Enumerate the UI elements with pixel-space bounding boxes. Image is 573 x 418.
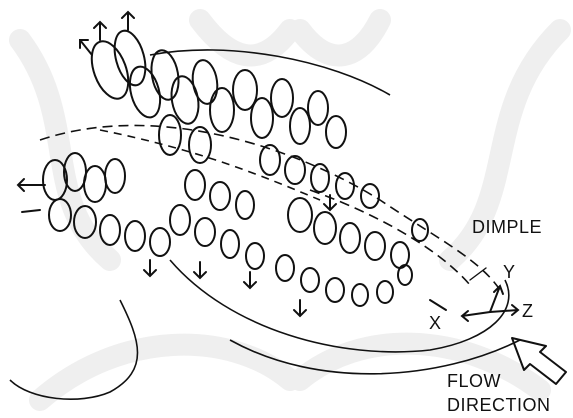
flow-direction-label-line2: DIRECTION xyxy=(447,396,551,414)
z-axis-label: Z xyxy=(522,302,534,320)
x-axis-label: X xyxy=(429,314,442,332)
y-axis-label: Y xyxy=(503,263,516,281)
flow-direction-label-line1: FLOW xyxy=(447,372,501,390)
dimple-label: DIMPLE xyxy=(472,218,542,236)
vortex-loops-left xyxy=(43,153,264,269)
vortex-loops-center xyxy=(260,145,428,306)
watermark-pattern xyxy=(20,20,560,400)
